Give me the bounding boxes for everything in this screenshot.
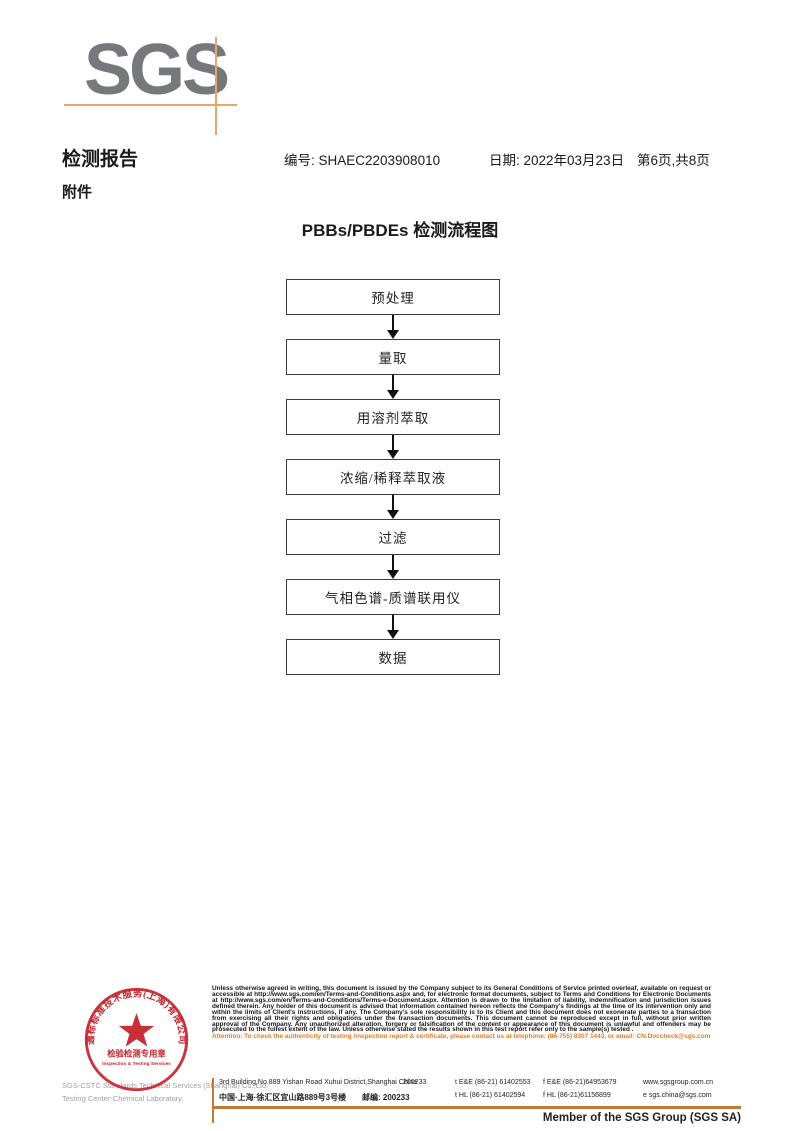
arrow-stem xyxy=(391,315,395,330)
page-indicator: 第6页,共8页 xyxy=(637,153,710,168)
down-arrow-icon xyxy=(286,375,500,399)
report-date: 日期: 2022年03月23日 xyxy=(489,153,625,168)
seal-center-text-en: Inspection & Testing Services xyxy=(102,1061,171,1067)
legal-block: Unless otherwise agreed in writing, this… xyxy=(212,985,711,1041)
logo-crosshair-vertical xyxy=(215,37,218,135)
flow-step-gcms: 气相色谱-质谱联用仪 xyxy=(286,579,500,615)
flow-step-data: 数据 xyxy=(286,639,500,675)
address-en: 3rd Building,No.889 Yishan Road Xuhui Di… xyxy=(219,1079,418,1086)
address-left-rule xyxy=(212,1078,214,1123)
flow-step-solvent-extraction: 用溶剂萃取 xyxy=(286,399,500,435)
arrow-stem xyxy=(391,435,395,450)
footer-rule xyxy=(212,1106,741,1109)
telephone-1: t E&E (86-21) 61402553 xyxy=(455,1079,531,1086)
flow-step-pretreatment: 预处理 xyxy=(286,279,500,315)
attachment-label: 附件 xyxy=(62,185,93,201)
seal-ring xyxy=(84,987,189,1092)
arrow-head xyxy=(387,330,399,339)
website: www.sgsgroup.com.cn xyxy=(643,1079,714,1086)
address-cn: 中国·上海·徐汇区宜山路889号3号楼 xyxy=(219,1093,347,1102)
arrow-head xyxy=(387,390,399,399)
arrow-stem xyxy=(391,495,395,510)
seal-center-text-cn: 检验检测专用章 xyxy=(107,1049,166,1059)
down-arrow-icon xyxy=(286,435,500,459)
email: e sgs.china@sgs.com xyxy=(643,1092,712,1099)
down-arrow-icon xyxy=(286,495,500,519)
down-arrow-icon xyxy=(286,555,500,579)
arrow-stem xyxy=(391,375,395,390)
arrow-head xyxy=(387,510,399,519)
sgs-logo: SGS xyxy=(84,30,230,110)
report-title: 检测报告 xyxy=(62,149,139,170)
postal-code-2: 邮编: 200233 xyxy=(362,1093,410,1102)
arrow-head xyxy=(387,450,399,459)
telephone-2: t HL (86-21) 61402594 xyxy=(455,1092,526,1099)
arrow-head xyxy=(387,630,399,639)
logo-crosshair-horizontal xyxy=(64,104,237,107)
flow-step-concentrate-dilute: 浓缩/稀释萃取液 xyxy=(286,459,500,495)
fax-2: f HL (86-21)61156899 xyxy=(543,1092,611,1099)
flowchart: 预处理 量取 用溶剂萃取 浓缩/稀释萃取液 过滤 气相色谱-质谱联用仪 数据 xyxy=(286,279,500,675)
company-seal-stamp: 通标标准技术服务(上海)有限公司 检验检测专用章 Inspection & Te… xyxy=(84,987,189,1092)
star-icon xyxy=(118,1013,155,1047)
disclaimer-text: Unless otherwise agreed in writing, this… xyxy=(212,985,711,1034)
arrow-stem xyxy=(391,615,395,630)
flowchart-title: PBBs/PBDEs 检测流程图 xyxy=(301,221,499,240)
arrow-head xyxy=(387,570,399,579)
company-department: Testing Center-Chemical Laboratory. xyxy=(62,1094,184,1103)
report-number: 编号: SHAEC2203908010 xyxy=(284,153,441,168)
postal-code-1: 200233 xyxy=(403,1079,427,1086)
down-arrow-icon xyxy=(286,315,500,339)
flow-step-measure: 量取 xyxy=(286,339,500,375)
sgs-group-member-text: Member of the SGS Group (SGS SA) xyxy=(542,1112,741,1124)
attention-text: Attention: To check the authenticity of … xyxy=(212,1033,711,1041)
fax-1: f E&E (86-21)64953679 xyxy=(543,1079,617,1086)
flow-step-filter: 过滤 xyxy=(286,519,500,555)
arrow-stem xyxy=(391,555,395,570)
company-name-lines: SGS-CSTC Standards Technical Services (S… xyxy=(62,1079,272,1105)
address-block: 3rd Building,No.889 Yishan Road Xuhui Di… xyxy=(212,1077,741,1123)
down-arrow-icon xyxy=(286,615,500,639)
company-name-en: SGS-CSTC Standards Technical Services (S… xyxy=(62,1081,269,1090)
